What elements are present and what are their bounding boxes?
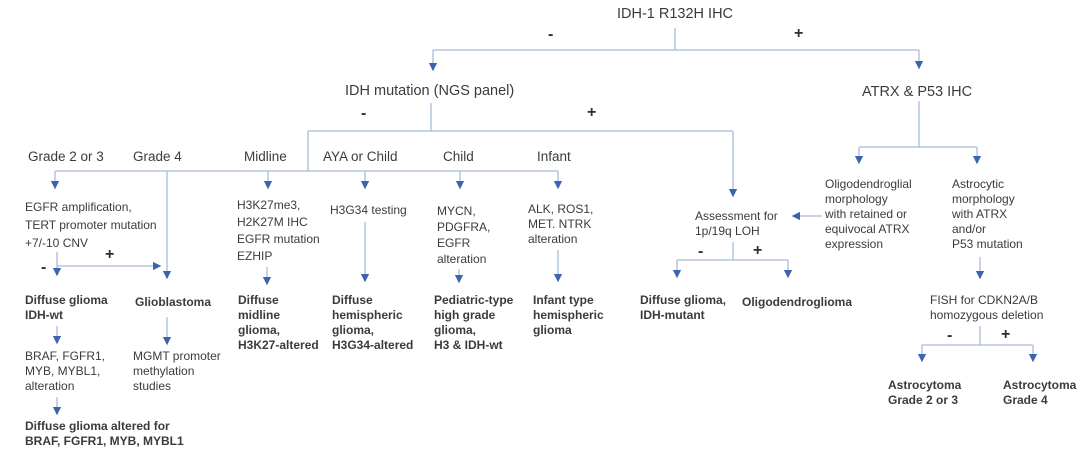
category-grade-4: Grade 4 xyxy=(133,149,182,164)
label-egfr-pos: + xyxy=(105,246,115,263)
result-pediatric-hgg: Pediatric-type high grade glioma, H3 & I… xyxy=(434,293,514,352)
category-child: Child xyxy=(443,149,474,164)
followup-mgmt-studies: MGMT promoter methylation studies xyxy=(133,349,221,393)
label-fish-pos: + xyxy=(1001,326,1011,343)
result-diffuse-glioma-idh-mutant: Diffuse glioma, IDH-mutant xyxy=(640,293,727,322)
category-aya-child: AYA or Child xyxy=(323,149,398,164)
node-fish-cdkn2ab: FISH for CDKN2A/B homozygous deletion xyxy=(930,293,1044,322)
morph-oligodendroglial: Oligodendroglial morphology with retaine… xyxy=(825,177,912,251)
label-root-neg: - xyxy=(548,26,554,43)
label-ngs-pos: + xyxy=(587,104,597,121)
result-diffuse-glioma-idh-wt: Diffuse glioma IDH-wt xyxy=(25,293,108,322)
morph-astrocytic: Astrocytic morphology with ATRX and/or P… xyxy=(952,177,1023,251)
label-root-pos: + xyxy=(794,25,804,42)
node-atrx-p53-title: ATRX & P53 IHC xyxy=(862,84,973,100)
result-infant-hemispheric-glioma: Infant type hemispheric glioma xyxy=(533,293,604,337)
result-diffuse-midline-glioma: Diffuse midline glioma, H3K27-altered xyxy=(238,293,319,352)
test-mycn: MYCN, PDGFRA, EGFR alteration xyxy=(437,204,491,266)
result-diffuse-hemispheric-glioma: Diffuse hemispheric glioma, H3G34-altere… xyxy=(332,293,414,352)
result-oligodendroglioma: Oligodendroglioma xyxy=(742,295,852,309)
label-assessment-neg: - xyxy=(698,243,704,260)
test-h3k27: H3K27me3, H2K27M IHC EGFR mutation EZHIP xyxy=(237,198,320,263)
label-assessment-pos: + xyxy=(753,242,763,259)
label-fish-neg: - xyxy=(947,327,953,344)
result-glioblastoma: Glioblastoma xyxy=(135,295,212,309)
followup-braf-alteration: BRAF, FGFR1, MYB, MYBL1, alteration xyxy=(25,349,106,393)
node-idh1-ihc-title: IDH-1 R132H IHC xyxy=(617,6,734,22)
test-egfr-tert-cnv: EGFR amplification, TERT promoter mutati… xyxy=(25,200,157,250)
label-ngs-neg: - xyxy=(361,105,367,122)
label-egfr-neg: - xyxy=(41,259,47,276)
node-assessment-1p19q: Assessment for 1p/19q LOH xyxy=(695,209,778,238)
category-infant: Infant xyxy=(537,149,571,164)
test-h3g34: H3G34 testing xyxy=(330,203,407,217)
result-diffuse-glioma-altered: Diffuse glioma altered for BRAF, FGFR1, … xyxy=(25,419,184,448)
category-grade-2-3: Grade 2 or 3 xyxy=(28,149,104,164)
test-alk: ALK, ROS1, MET. NTRK alteration xyxy=(528,202,594,246)
node-idh-ngs-title: IDH mutation (NGS panel) xyxy=(345,83,515,99)
result-astrocytoma-grade23: Astrocytoma Grade 2 or 3 xyxy=(888,378,962,407)
category-midline: Midline xyxy=(244,149,287,164)
result-astrocytoma-grade4: Astrocytoma Grade 4 xyxy=(1003,378,1077,407)
